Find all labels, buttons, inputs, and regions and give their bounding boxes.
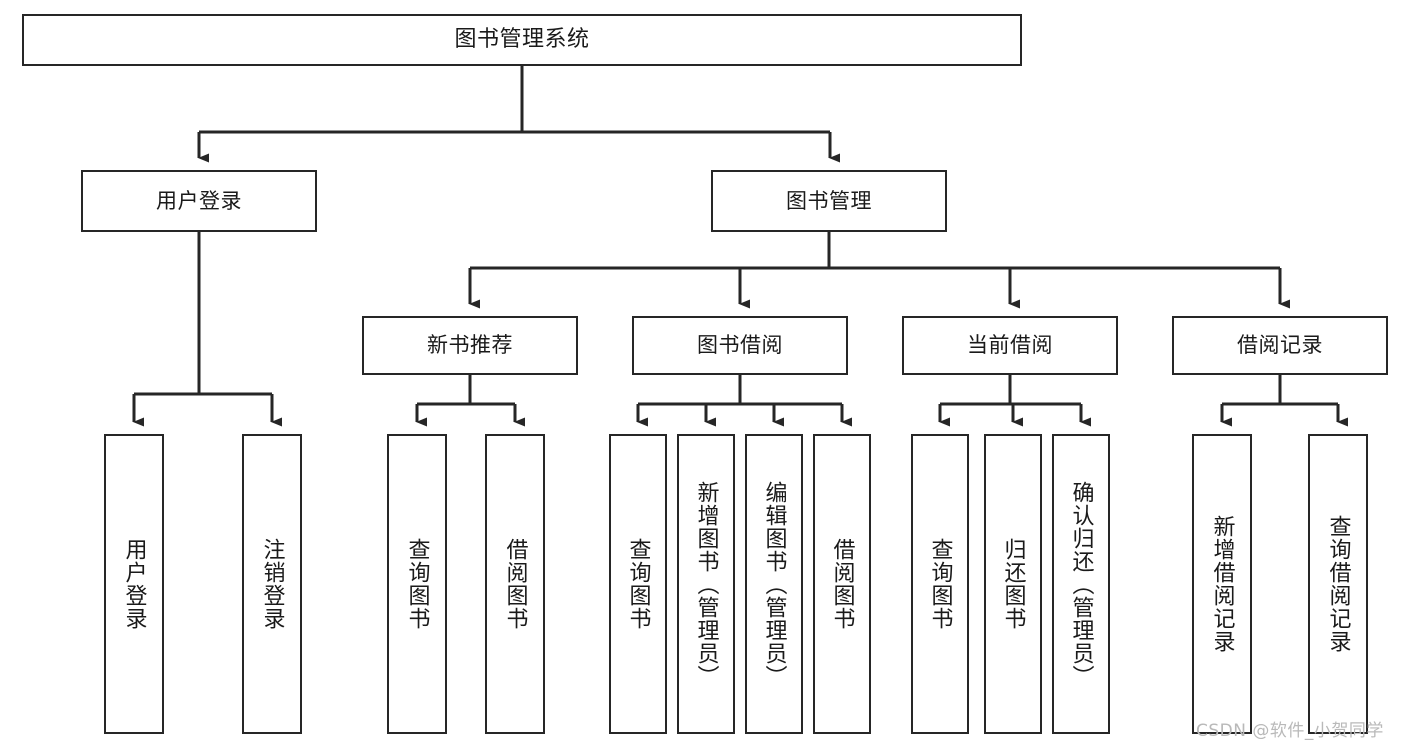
leaf-confirm-return-label: 确认归还（管理员） xyxy=(1068,480,1094,688)
leaf-logout-label: 注销登录 xyxy=(259,538,285,630)
leaf-query-book-1-label: 查询图书 xyxy=(404,538,430,630)
node-current-borrow-label: 当前借阅 xyxy=(967,333,1053,358)
leaf-return-book-label: 归还图书 xyxy=(1000,538,1026,630)
leaf-borrow-book-1[interactable]: 借阅图书 xyxy=(485,434,545,734)
leaf-add-record[interactable]: 新增借阅记录 xyxy=(1192,434,1252,734)
leaf-borrow-book-1-label: 借阅图书 xyxy=(502,538,528,630)
watermark: CSDN @软件_小贺同学 xyxy=(1196,721,1384,741)
node-user-login-label: 用户登录 xyxy=(156,188,242,213)
leaf-confirm-return[interactable]: 确认归还（管理员） xyxy=(1052,434,1110,734)
leaf-user-login-label: 用户登录 xyxy=(121,538,147,630)
node-new-book-rec[interactable]: 新书推荐 xyxy=(362,316,578,375)
leaf-logout[interactable]: 注销登录 xyxy=(242,434,302,734)
node-current-borrow[interactable]: 当前借阅 xyxy=(902,316,1118,375)
leaf-query-book-3[interactable]: 查询图书 xyxy=(911,434,969,734)
leaf-query-book-2[interactable]: 查询图书 xyxy=(609,434,667,734)
leaf-user-login[interactable]: 用户登录 xyxy=(104,434,164,734)
node-user-login[interactable]: 用户登录 xyxy=(81,170,317,232)
node-book-borrow[interactable]: 图书借阅 xyxy=(632,316,848,375)
node-book-borrow-label: 图书借阅 xyxy=(697,333,783,358)
leaf-query-book-1[interactable]: 查询图书 xyxy=(387,434,447,734)
node-borrow-record[interactable]: 借阅记录 xyxy=(1172,316,1388,375)
node-borrow-record-label: 借阅记录 xyxy=(1237,333,1323,358)
node-root[interactable]: 图书管理系统 xyxy=(22,14,1022,66)
node-book-manage[interactable]: 图书管理 xyxy=(711,170,947,232)
leaf-edit-book[interactable]: 编辑图书（管理员） xyxy=(745,434,803,734)
leaf-add-book-label: 新增图书（管理员） xyxy=(693,480,719,688)
leaf-add-record-label: 新增借阅记录 xyxy=(1209,515,1235,653)
leaf-query-book-2-label: 查询图书 xyxy=(625,538,651,630)
node-book-manage-label: 图书管理 xyxy=(786,188,872,213)
node-root-label: 图书管理系统 xyxy=(454,27,590,53)
leaf-query-record-label: 查询借阅记录 xyxy=(1325,515,1351,653)
node-new-book-rec-label: 新书推荐 xyxy=(427,333,513,358)
leaf-borrow-book-2-label: 借阅图书 xyxy=(829,538,855,630)
leaf-add-book[interactable]: 新增图书（管理员） xyxy=(677,434,735,734)
leaf-return-book[interactable]: 归还图书 xyxy=(984,434,1042,734)
leaf-borrow-book-2[interactable]: 借阅图书 xyxy=(813,434,871,734)
leaf-edit-book-label: 编辑图书（管理员） xyxy=(761,480,787,688)
leaf-query-record[interactable]: 查询借阅记录 xyxy=(1308,434,1368,734)
leaf-query-book-3-label: 查询图书 xyxy=(927,538,953,630)
